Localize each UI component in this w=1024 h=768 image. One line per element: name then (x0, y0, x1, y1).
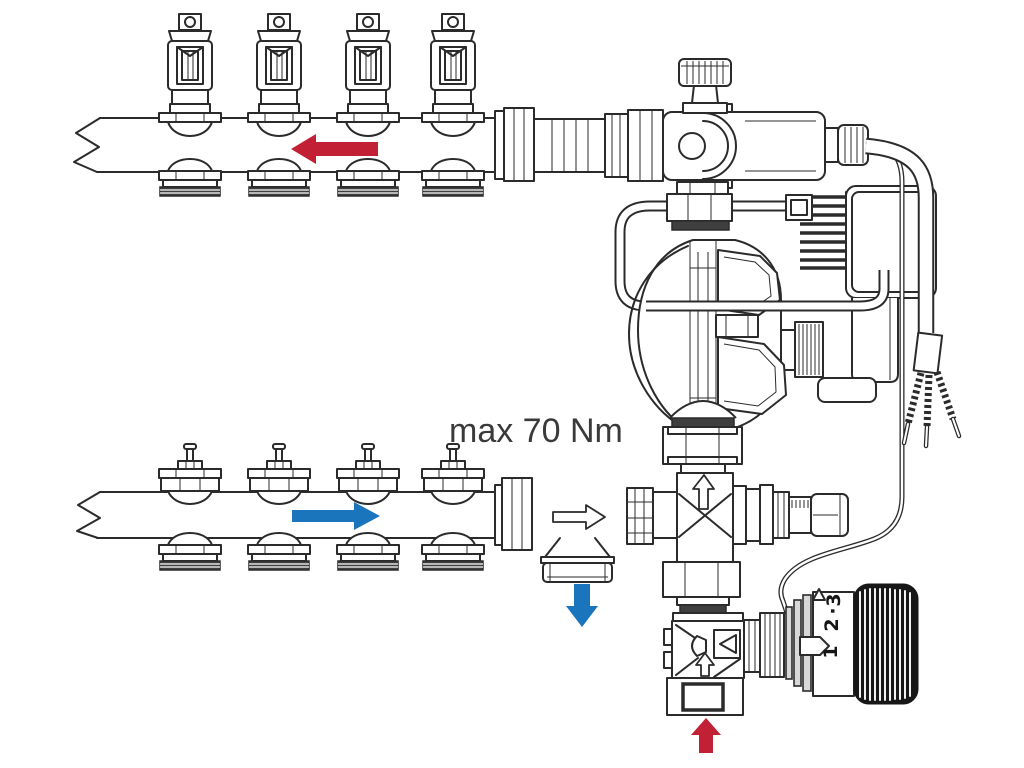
valve-actuator (336, 13, 400, 137)
flow-direction-arrow-up-small (695, 652, 715, 677)
scale-number-1: 1 (820, 645, 842, 658)
thermostatic-valve (663, 612, 745, 716)
cable-gland-nut (837, 124, 869, 166)
valve-insert (336, 443, 400, 505)
manifold-plug (421, 158, 485, 197)
valve-insert (421, 443, 485, 505)
torque-label: max 70 Nm (449, 412, 623, 450)
branch-down-arrow (566, 584, 598, 627)
valve-insert (158, 443, 222, 505)
pump-bracket-front-bar (646, 270, 890, 312)
power-cable (865, 137, 962, 449)
check-valve-tee (494, 477, 615, 627)
manifold-plug (336, 158, 400, 197)
circulation-pump (628, 181, 787, 474)
scale-number-2: 2 (821, 618, 843, 631)
pipe-break-symbol (73, 117, 101, 173)
valve-insert (247, 443, 311, 505)
control-box (747, 185, 937, 403)
manifold-plug (247, 158, 311, 197)
air-vent-cap (678, 58, 732, 114)
head-knob (853, 583, 919, 705)
dial-pointer (799, 636, 830, 656)
supply-manifold (76, 443, 503, 571)
scale-dot: · (822, 607, 844, 614)
pipe-break-symbol (76, 491, 101, 539)
valve-actuator (158, 13, 222, 137)
ball-valve-assembly (494, 58, 869, 189)
inlet-up-arrow (691, 718, 721, 753)
check-valve-arrow (552, 504, 606, 530)
dial-index-tag (812, 588, 826, 601)
bypass-valve (732, 484, 849, 545)
scale-number-3: 3 (823, 593, 845, 606)
thermostatic-head: 1 2 · 3 (743, 583, 919, 705)
bracket-connector (785, 194, 813, 221)
pump-bracket (614, 200, 792, 312)
valve-actuator (247, 13, 311, 137)
return-flow-arrow (291, 134, 378, 164)
stripped-wires (901, 370, 962, 449)
manifold-plug (158, 158, 222, 197)
flow-direction-arrow-up (692, 474, 715, 510)
capillary-tube (778, 138, 905, 614)
supply-flow-arrow (292, 502, 380, 530)
return-manifold (73, 13, 498, 197)
valve-actuator (421, 13, 485, 137)
